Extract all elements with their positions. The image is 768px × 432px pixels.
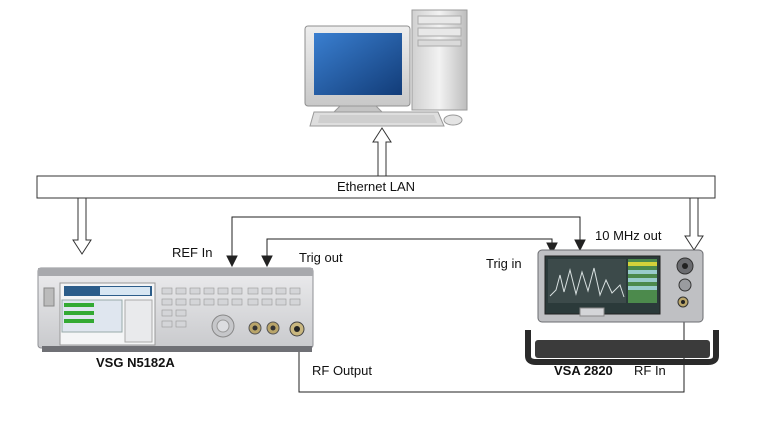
rf-in-label: RF In	[634, 363, 666, 378]
ten-mhz-out-label: 10 MHz out	[595, 228, 662, 243]
ref-clock-cable	[226, 216, 586, 268]
vsa-device-label: VSA 2820	[554, 363, 613, 378]
trigger-cable	[261, 238, 558, 268]
lan-to-vsa-arrow	[684, 197, 704, 251]
ethernet-lan-label: Ethernet LAN	[336, 179, 416, 194]
trig-in-label: Trig in	[486, 256, 522, 271]
signal-analyzer-icon	[525, 249, 719, 365]
trig-out-label: Trig out	[299, 250, 343, 265]
desktop-computer-icon	[304, 9, 468, 127]
ref-in-label: REF In	[172, 245, 213, 260]
vsg-device-label: VSG N5182A	[96, 355, 175, 370]
ethernet-lan-bus	[36, 175, 716, 199]
rf-output-label: RF Output	[312, 363, 372, 378]
signal-generator-icon	[37, 267, 314, 352]
lan-to-vsg-arrow	[72, 197, 92, 255]
lan-to-computer-arrow	[372, 127, 392, 177]
